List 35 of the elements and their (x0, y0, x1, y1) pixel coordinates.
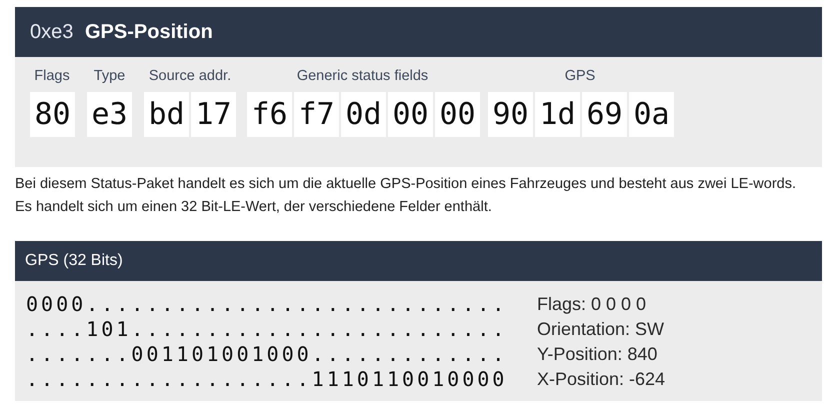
byte-cell: bd (144, 92, 189, 137)
byte-cell: f7 (294, 92, 339, 137)
byte-cell: 17 (191, 92, 236, 137)
section-header-bar (15, 241, 822, 281)
byte-panel (15, 57, 822, 167)
byte-cell: 69 (582, 92, 627, 137)
byte-cell: 80 (30, 92, 75, 137)
byte-cell: 0d (341, 92, 386, 137)
packet-id: 0xe3 (30, 20, 74, 44)
byte-cell: f6 (247, 92, 292, 137)
field-label: Flags (34, 67, 70, 85)
bit-pattern: ....101......................... (26, 317, 508, 341)
field-value: Y-Position: 840 (537, 343, 658, 366)
bit-pattern: .......001101001000............. (26, 342, 508, 366)
bit-pattern: 0000............................ (26, 292, 508, 316)
byte-cell: 0a (629, 92, 674, 137)
section-title: GPS (32 Bits) (25, 251, 123, 271)
byte-cell: 00 (435, 92, 480, 137)
header-bar (15, 7, 822, 57)
field-label: Type (94, 67, 126, 85)
field-label: GPS (564, 67, 596, 85)
field-value: Orientation: SW (537, 318, 664, 341)
field-value: Flags: 0 0 0 0 (537, 293, 646, 316)
field-label: Source addr. (148, 67, 232, 85)
bit-pattern: ...................1110110010000 (26, 367, 508, 391)
byte-cell: e3 (87, 92, 132, 137)
byte-cell: 90 (488, 92, 533, 137)
field-value: X-Position: -624 (537, 368, 666, 391)
description-text: Bei diesem Status-Paket handelt es sich um die aktuelle GPS-Position eines Fahrzeuges und besteht aus zwei LE-words. (15, 175, 796, 194)
packet-title: GPS-Position (85, 20, 213, 44)
description-text: Es handelt sich um einen 32 Bit-LE-Wert, der verschiedene Felder enthält. (15, 198, 492, 217)
byte-cell: 00 (388, 92, 433, 137)
field-label: Generic status fields (296, 67, 428, 85)
bit-panel (15, 281, 822, 401)
byte-cell: 1d (535, 92, 580, 137)
